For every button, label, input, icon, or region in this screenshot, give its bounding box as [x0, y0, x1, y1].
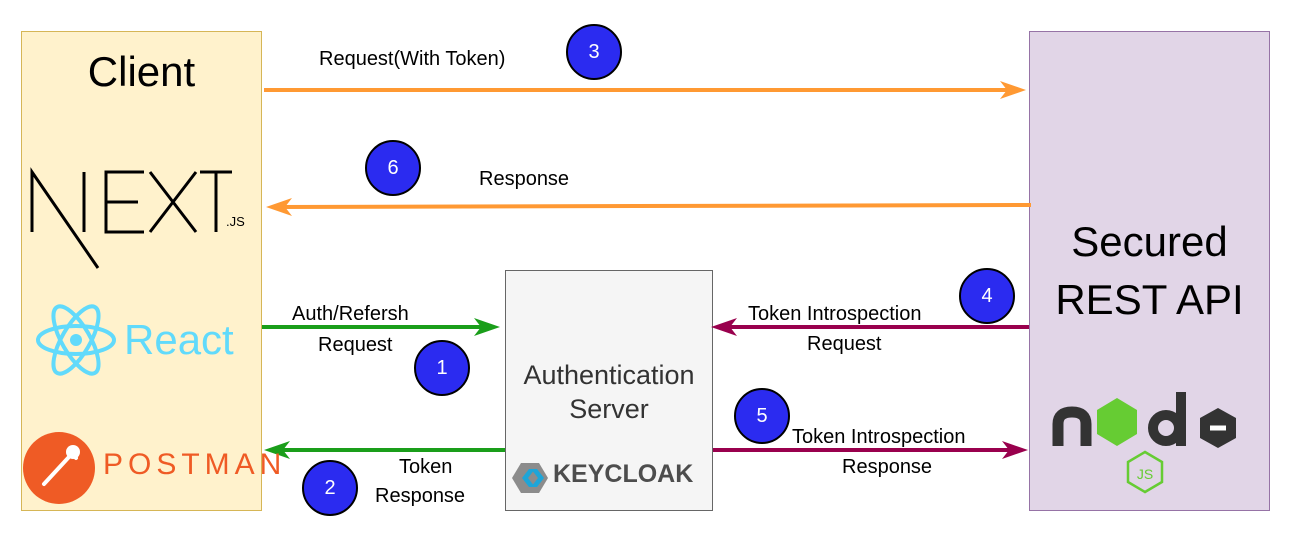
client-box [21, 31, 262, 511]
postman-icon [23, 432, 95, 504]
label-introspection-response-line2: Response [842, 456, 933, 478]
nodejs-logo-icon: JS [1052, 392, 1236, 494]
client-title: Client [87, 48, 196, 95]
step-badge-6: 6 [365, 140, 421, 196]
arrow-response [266, 198, 1032, 216]
label-introspection-response-line1: Token Introspection [792, 426, 966, 448]
label-auth-refresh-line1: Auth/Refersh [292, 303, 409, 325]
arrow-token-response [264, 441, 505, 459]
step-badge-5: 5 [734, 388, 790, 444]
label-request-with-token: Request(With Token) [319, 48, 506, 70]
label-introspection-request-line2: Request [807, 333, 882, 355]
svg-text:JS: JS [1137, 466, 1153, 482]
label-token-response-line2: Response [375, 485, 466, 507]
postman-logo-text: POSTMAN [103, 448, 287, 481]
keycloak-icon [512, 463, 548, 493]
label-response: Response [479, 168, 570, 190]
step-badge-4: 4 [959, 268, 1015, 324]
keycloak-logo-text: KEYCLOAK [553, 460, 694, 488]
step-badge-1: 1 [414, 340, 470, 396]
arrow-introspection-response [713, 441, 1028, 459]
arrow-request-with-token [264, 81, 1026, 99]
label-token-response-line1: Token [399, 456, 453, 478]
auth-server-title-line1: Authentication [523, 360, 695, 390]
nextjs-logo-icon [30, 167, 232, 269]
nextjs-suffix: .JS [226, 214, 245, 229]
arrow-auth-refresh-request [262, 318, 500, 336]
label-auth-refresh-line2: Request [318, 334, 393, 356]
react-logo-text: React [124, 316, 234, 363]
step-badge-3: 3 [566, 24, 622, 80]
auth-server-title-line2: Server [569, 394, 649, 424]
label-introspection-request-line1: Token Introspection [748, 303, 922, 325]
api-title-line2: REST API [1055, 276, 1244, 323]
arrow-introspection-request [711, 318, 1029, 336]
react-atom-icon [36, 304, 116, 376]
step-badge-2: 2 [302, 460, 358, 516]
api-title-line1: Secured [1071, 218, 1228, 265]
